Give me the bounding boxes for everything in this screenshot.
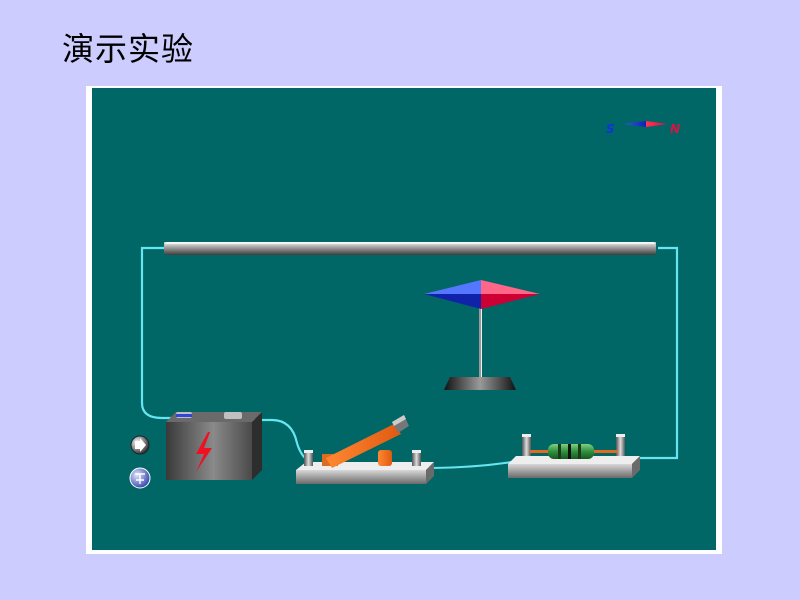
conductor-rod <box>164 242 656 255</box>
battery <box>166 412 262 480</box>
knife-switch[interactable] <box>296 415 434 484</box>
compass-stand <box>444 298 516 390</box>
resistor <box>508 434 640 478</box>
experiment-board: S N <box>92 88 716 550</box>
reset-icon <box>135 473 145 484</box>
legend-north-label: N <box>670 122 680 136</box>
play-arrow-icon <box>135 438 146 452</box>
demo-stage: S N <box>86 86 722 554</box>
legend-south-label: S <box>606 122 615 136</box>
slide-title: 演示实验 <box>62 30 195 68</box>
reset-button[interactable] <box>129 467 151 489</box>
battery-lightning-icon <box>196 432 212 472</box>
compass-needle <box>424 280 540 309</box>
play-button[interactable] <box>130 435 150 455</box>
compass-legend: S N <box>606 121 680 136</box>
